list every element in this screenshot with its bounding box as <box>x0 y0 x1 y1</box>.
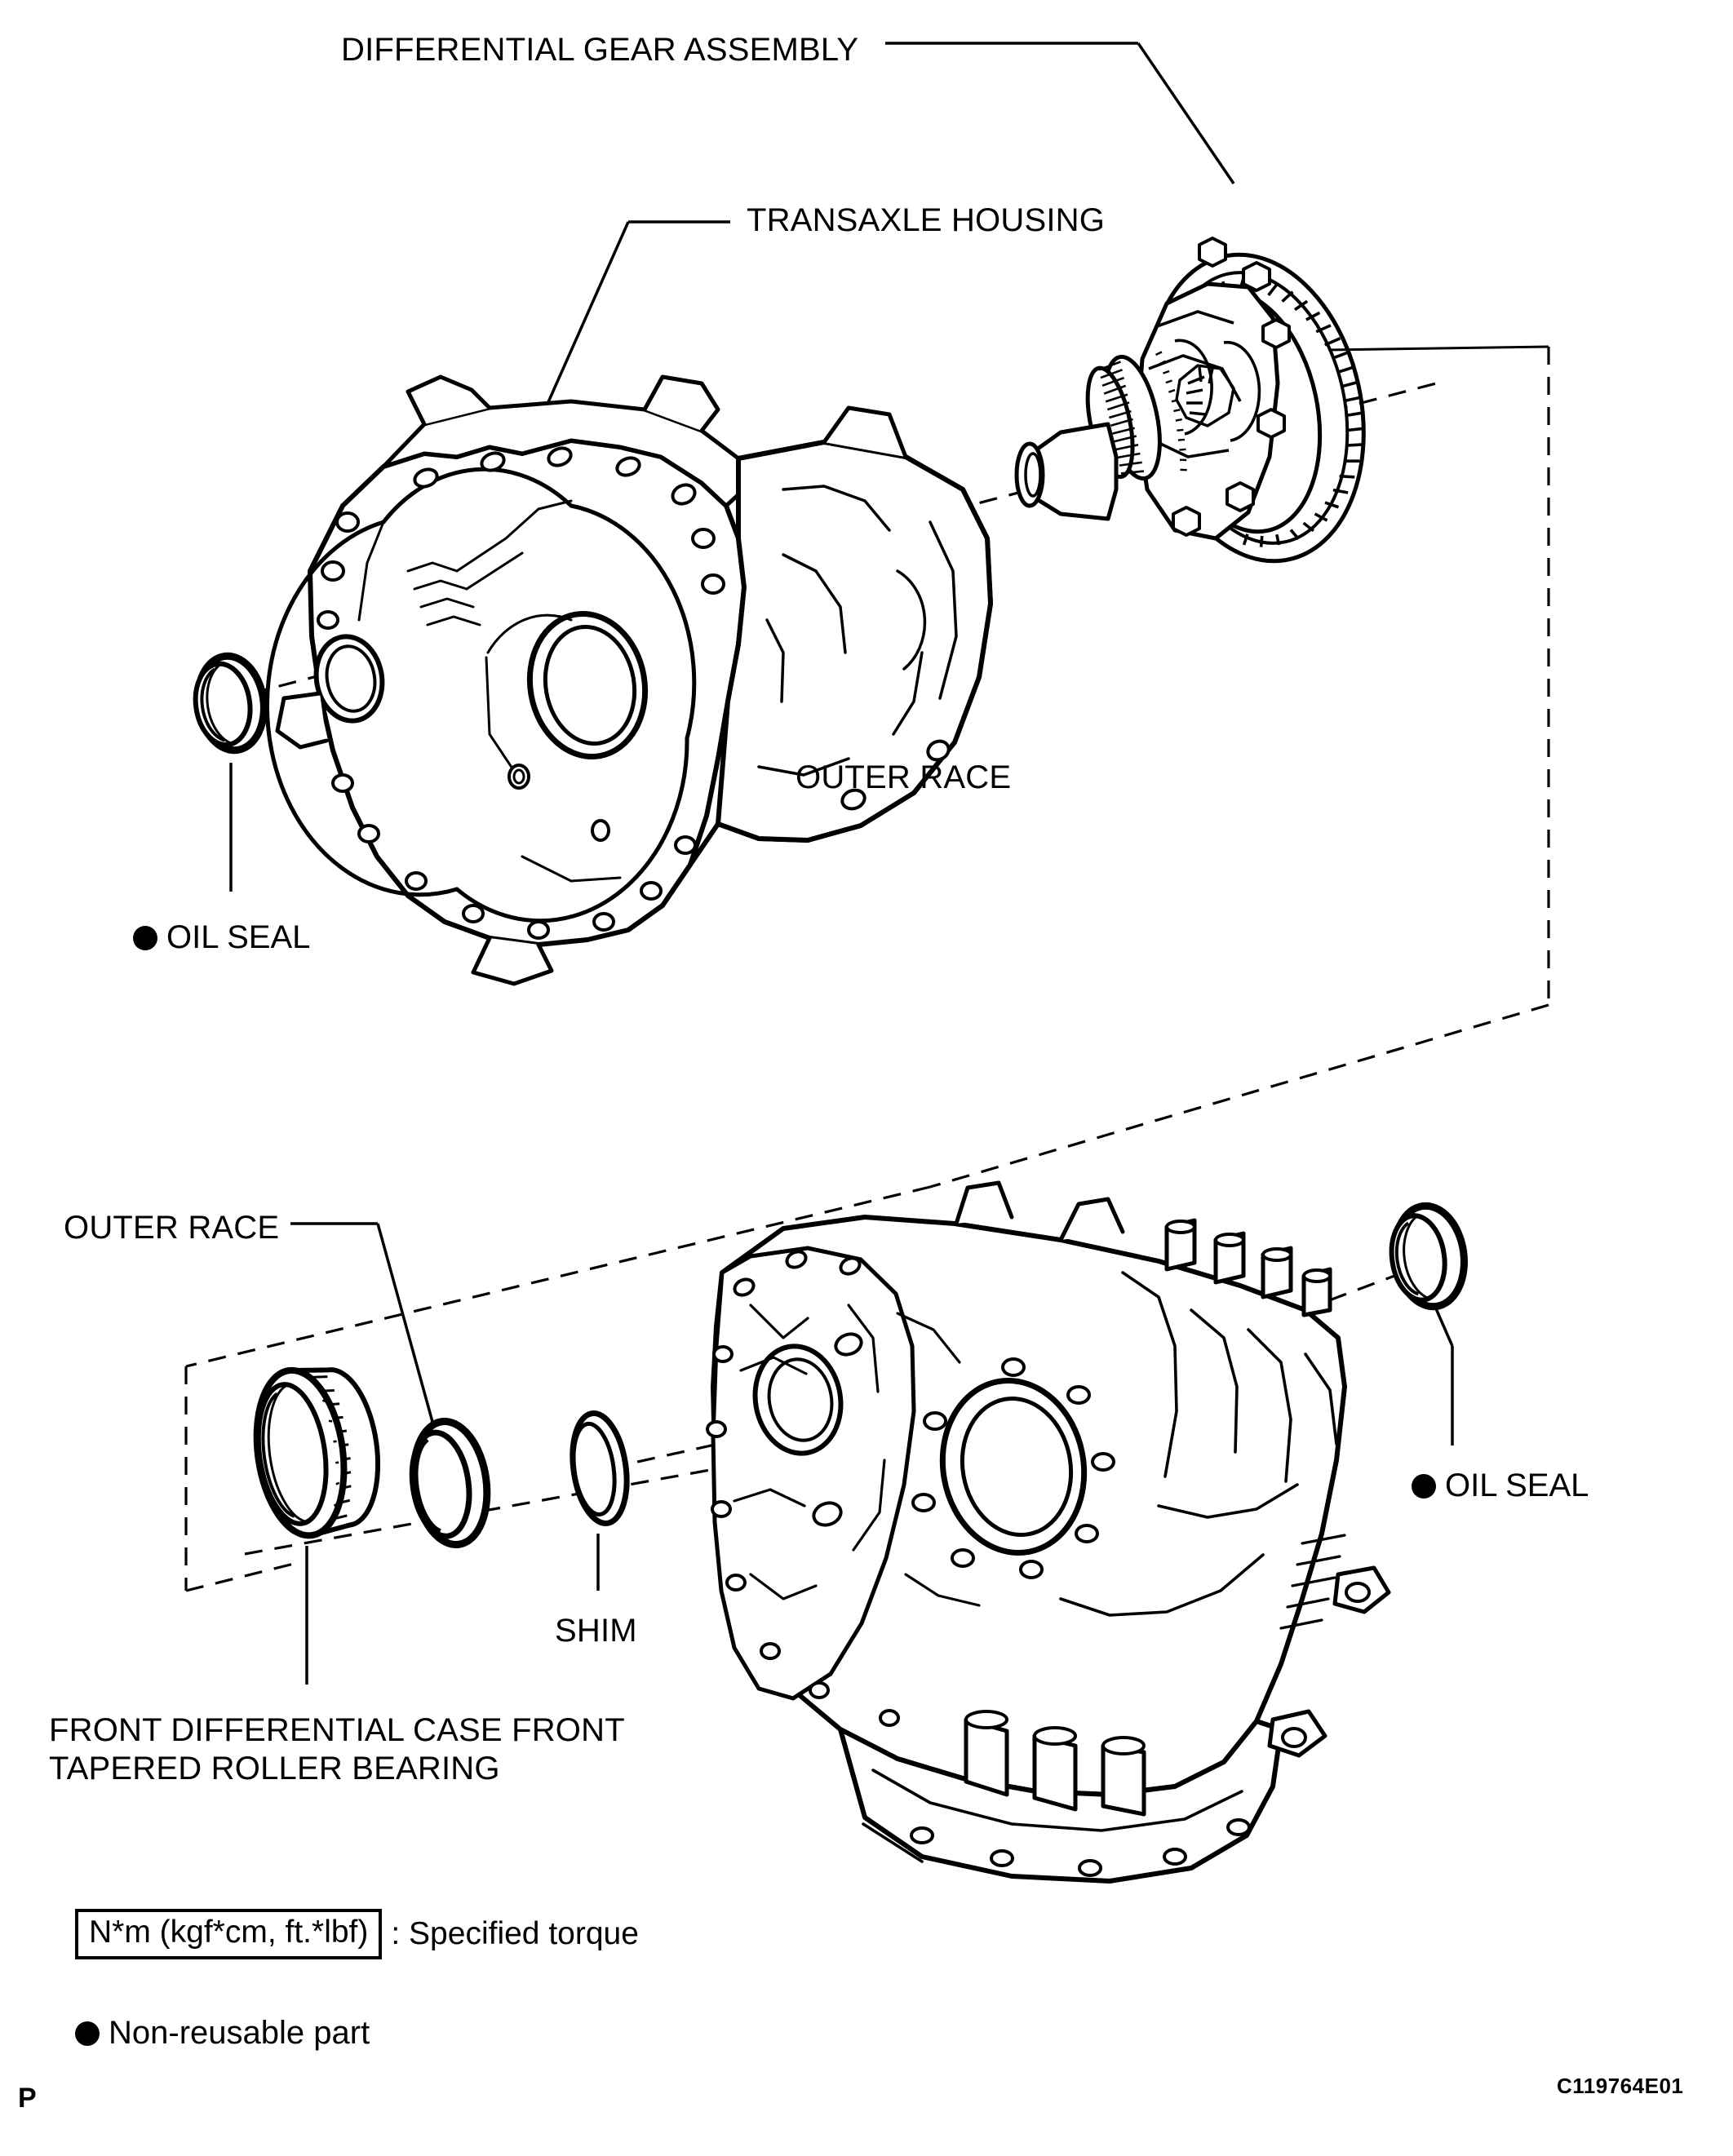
non-reusable-dot-icon <box>75 2021 100 2046</box>
non-reusable-dot-icon <box>133 925 157 950</box>
figure-reference-code: C119764E01 <box>1557 2074 1684 2098</box>
outer-race-lower-ring <box>409 1417 491 1549</box>
axis-lower-right <box>1272 1271 1404 1323</box>
callout-outer-race-upper: OUTER RACE <box>796 759 1012 795</box>
callout-outer-race-lower: OUTER RACE <box>64 1210 280 1246</box>
differential-gear-assembly-body <box>1014 237 1366 564</box>
oil-seal-upper-ring <box>193 652 268 755</box>
non-reusable-dot-icon <box>1412 1473 1436 1499</box>
callout-oil-seal-upper: OIL SEAL <box>133 919 310 956</box>
legend-non-reusable-label: Non-reusable part <box>109 2015 370 2051</box>
legend-torque-description: : Specified torque <box>391 1915 639 1951</box>
registration-box-bottom-left <box>185 1185 931 1368</box>
transaxle-case-body <box>706 1180 1391 1884</box>
page-marker: P <box>18 2083 37 2114</box>
tapered-roller-bearing-body <box>253 1366 381 1539</box>
legend-specified-torque: N*m (kgf*cm, ft.*lbf) : Specified torque <box>75 1909 639 1959</box>
callout-oil-seal-lower-label: OIL SEAL <box>1445 1468 1589 1503</box>
callout-oil-seal-upper-label: OIL SEAL <box>166 919 311 955</box>
callout-oil-seal-lower: OIL SEAL <box>1412 1468 1589 1504</box>
callout-transaxle-housing: TRANSAXLE HOUSING <box>747 202 1106 238</box>
shim-ring <box>570 1410 630 1526</box>
callout-differential-gear-assembly: DIFFERENTIAL GEAR ASSEMBLY <box>341 32 859 68</box>
callout-shim: SHIM <box>555 1613 637 1649</box>
oil-seal-lower-ring <box>1389 1202 1468 1311</box>
transaxle-housing-body <box>264 374 993 986</box>
leader-differential-gear-assembly-angle <box>1137 42 1235 184</box>
registration-box-bottom-stub <box>185 1561 301 1592</box>
registration-box-bottom-right <box>929 1003 1549 1189</box>
callout-front-differential-case-front-tapered-roller-bearing: FRONT DIFFERENTIAL CASE FRONT TAPERED RO… <box>49 1712 625 1787</box>
legend-torque-box: N*m (kgf*cm, ft.*lbf) <box>75 1909 383 1959</box>
legend-non-reusable-part: Non-reusable part <box>75 2015 370 2052</box>
leader-outer-race-lower-angle <box>376 1223 445 1461</box>
